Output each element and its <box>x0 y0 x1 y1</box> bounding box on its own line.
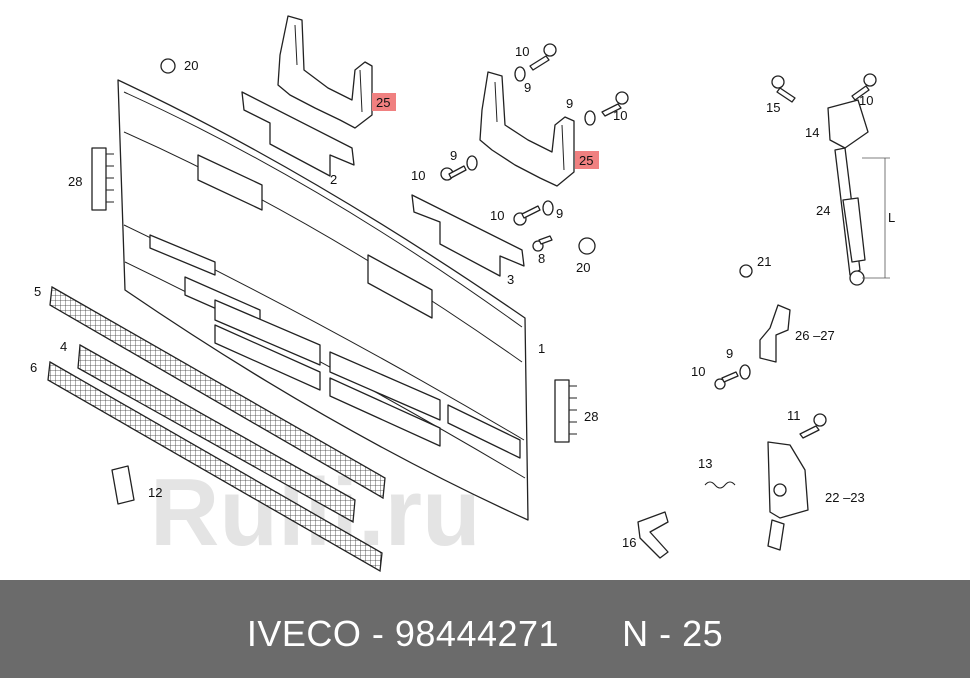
mesh-strip-4 <box>77 343 356 524</box>
callout-1: 1 <box>538 341 545 356</box>
callout-9: 9 <box>726 346 733 361</box>
bracket-left <box>277 15 373 129</box>
bracket-26-27 <box>759 304 791 363</box>
callout-20: 20 <box>184 58 198 73</box>
callout-3: 3 <box>507 272 514 287</box>
callout-10: 10 <box>515 44 529 59</box>
callout-10: 10 <box>691 364 705 379</box>
callout-22-23: 22 –23 <box>825 490 865 505</box>
callout-9: 9 <box>450 148 457 163</box>
callout-10: 10 <box>859 93 873 108</box>
callout-9: 9 <box>566 96 573 111</box>
mesh-strip-6 <box>47 360 383 573</box>
callout-28: 28 <box>68 174 82 189</box>
gas-strut <box>827 99 890 286</box>
caption-text: IVECO - 98444271 N - 25 <box>0 580 970 678</box>
callout-L: L <box>888 210 895 225</box>
bolt-group <box>160 43 877 439</box>
callout-9: 9 <box>556 206 563 221</box>
callout-5: 5 <box>34 284 41 299</box>
latch-assembly <box>767 441 809 551</box>
callout-20: 20 <box>576 260 590 275</box>
highlight-25-top <box>372 93 396 111</box>
mesh-strip-5 <box>49 285 386 500</box>
callout-28: 28 <box>584 409 598 424</box>
lever-16 <box>637 511 669 559</box>
clip-strip-left <box>91 147 114 211</box>
callout-4: 4 <box>60 339 67 354</box>
callout-24: 24 <box>816 203 830 218</box>
callout-25: 25 <box>376 95 390 110</box>
brand-name: IVECO <box>246 613 362 654</box>
parts-diagram: Rulli.ru <box>30 15 896 573</box>
callout-25: 25 <box>579 153 593 168</box>
support-bracket-2 <box>241 91 355 177</box>
callout-10: 10 <box>490 208 504 223</box>
callout-11: 11 <box>787 408 801 423</box>
support-bracket-3 <box>411 194 525 277</box>
highlight-25-right <box>575 151 599 169</box>
clip-strip-right <box>554 379 577 443</box>
callout-14: 14 <box>805 125 819 140</box>
callout-10: 10 <box>411 168 425 183</box>
reference-code: N - 25 <box>622 613 724 654</box>
callout-15: 15 <box>766 100 780 115</box>
callout-12: 12 <box>148 485 162 500</box>
callout-16: 16 <box>622 535 636 550</box>
grille-panel <box>117 79 529 521</box>
clip-12 <box>111 465 135 505</box>
part-number: 98444271 <box>394 613 560 654</box>
callout-10: 10 <box>613 108 627 123</box>
callout-9: 9 <box>524 80 531 95</box>
spring-13 <box>704 481 736 489</box>
callout-13: 13 <box>698 456 712 471</box>
callout-26-27: 26 –27 <box>795 328 835 343</box>
callout-21: 21 <box>757 254 771 269</box>
callout-6: 6 <box>30 360 37 375</box>
watermark: Rulli.ru <box>150 459 481 566</box>
separator: - <box>361 613 395 654</box>
bracket-right <box>479 71 575 187</box>
callout-2: 2 <box>330 172 337 187</box>
caption-bar: IVECO - 98444271 N - 25 <box>0 580 970 678</box>
exploded-view-drawing: Rulli.ru <box>30 15 895 573</box>
spacer <box>559 613 622 654</box>
callout-8: 8 <box>538 251 545 266</box>
